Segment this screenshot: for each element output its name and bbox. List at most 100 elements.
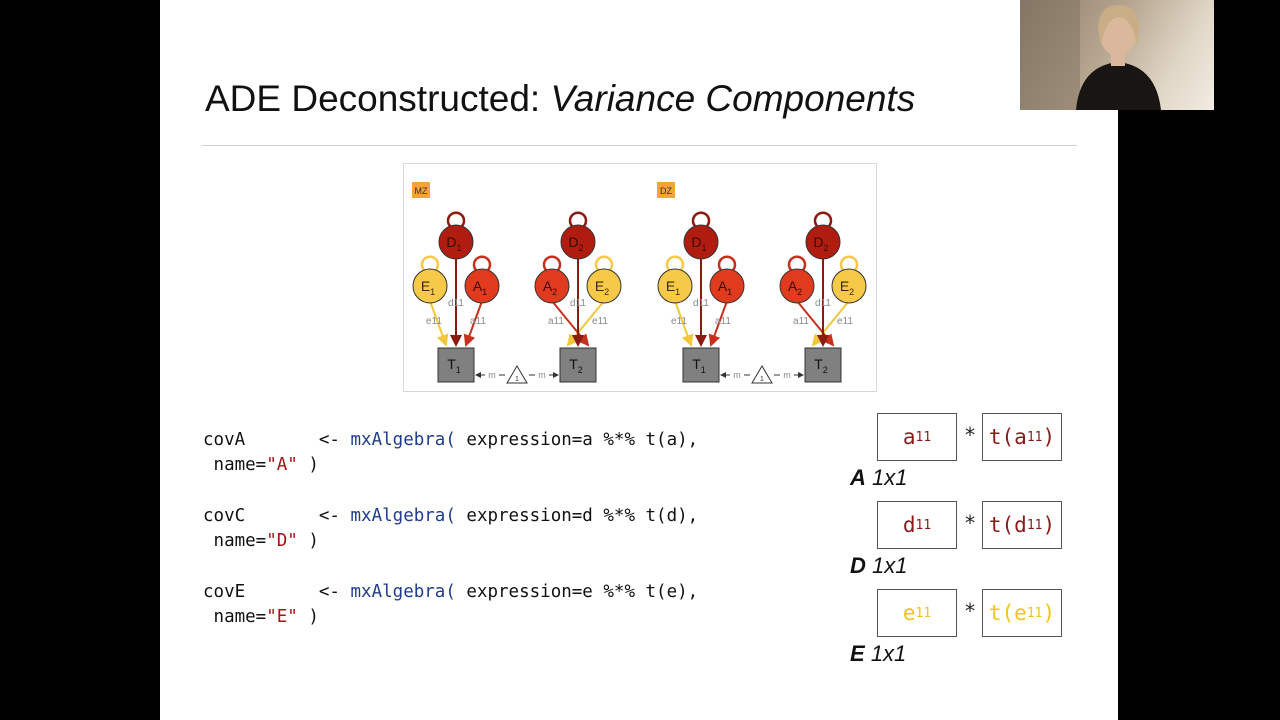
matrix-label: E 1x1 bbox=[850, 641, 907, 666]
presenter-webcam bbox=[1020, 0, 1214, 110]
variance-loop bbox=[420, 255, 440, 271]
code-line: name="E" ) bbox=[203, 605, 698, 630]
triangle-label: 1 bbox=[515, 376, 519, 383]
code-assignment: covC <- bbox=[203, 506, 351, 526]
slide-title: ADE Deconstructed: Variance Components bbox=[205, 78, 915, 120]
observed-t bbox=[804, 347, 842, 383]
definition-triangle bbox=[751, 365, 773, 384]
path-label-a: a11 bbox=[548, 316, 564, 327]
latent-e bbox=[831, 268, 867, 304]
code-assignment: covE <- bbox=[203, 582, 351, 602]
dz-badge-label: DZ bbox=[660, 186, 672, 196]
latent-a bbox=[534, 268, 570, 304]
code-name-arg: name= bbox=[203, 531, 267, 551]
code-line: covA <- mxAlgebra( expression=a %*% t(a)… bbox=[203, 428, 698, 453]
latent-d bbox=[683, 224, 719, 260]
multiply-symbol: * bbox=[964, 511, 977, 535]
variance-loop bbox=[717, 255, 737, 271]
mean-label: m bbox=[488, 370, 496, 380]
path-label-e: e11 bbox=[671, 316, 687, 327]
multiply-symbol: * bbox=[964, 599, 977, 623]
dz-badge bbox=[657, 182, 675, 198]
mean-label-bg bbox=[730, 369, 744, 379]
path-label-e: e11 bbox=[426, 316, 442, 327]
mean-label-bg bbox=[780, 369, 794, 379]
latent-a bbox=[464, 268, 500, 304]
mz-badge bbox=[412, 182, 430, 198]
latent-d bbox=[560, 224, 596, 260]
variance-loop bbox=[839, 255, 859, 271]
code-string: "A" bbox=[266, 455, 298, 475]
observed-t bbox=[559, 347, 597, 383]
path-a bbox=[463, 300, 483, 347]
title-plain: ADE Deconstructed: bbox=[205, 78, 551, 119]
matrix-label: A 1x1 bbox=[850, 465, 908, 490]
path-label-d: d11 bbox=[815, 298, 831, 309]
code-expression: expression=e %*% t(e), bbox=[455, 582, 699, 602]
code-name-arg: name= bbox=[203, 455, 267, 475]
presenter-figure bbox=[1020, 0, 1161, 110]
code-line: name="A" ) bbox=[203, 453, 698, 478]
multiply-symbol: * bbox=[964, 423, 977, 447]
mean-label-bg bbox=[485, 369, 499, 379]
code-string: "D" bbox=[266, 531, 298, 551]
path-e bbox=[429, 300, 449, 347]
mean-structure: m m 1 m m 1 bbox=[475, 365, 804, 384]
code-line: name="D" ) bbox=[203, 529, 698, 554]
code-close: ) bbox=[297, 607, 319, 627]
code-expression: expression=d %*% t(d), bbox=[455, 506, 699, 526]
path-label-a: a11 bbox=[715, 316, 731, 327]
code-close: ) bbox=[297, 531, 319, 551]
r-code-block: covA <- mxAlgebra( expression=a %*% t(a)… bbox=[203, 428, 698, 630]
latent-d bbox=[805, 224, 841, 260]
variance-loop bbox=[594, 255, 614, 271]
variance-loop bbox=[472, 255, 492, 271]
path-label-d: d11 bbox=[570, 298, 586, 309]
path-e bbox=[674, 300, 694, 347]
latent-d bbox=[438, 224, 474, 260]
path-label-e: e11 bbox=[592, 316, 608, 327]
latent-a bbox=[779, 268, 815, 304]
latent-a bbox=[709, 268, 745, 304]
code-line: covE <- mxAlgebra( expression=e %*% t(e)… bbox=[203, 580, 698, 605]
mean-label: m bbox=[733, 370, 741, 380]
matrix-label: D 1x1 bbox=[850, 553, 908, 578]
slide: ADE Deconstructed: Variance Components M… bbox=[160, 0, 1118, 720]
path-label-a: a11 bbox=[793, 316, 809, 327]
variance-loop bbox=[665, 255, 685, 271]
code-name-arg: name= bbox=[203, 607, 267, 627]
code-assignment: covA <- bbox=[203, 430, 351, 450]
triangle-label: 1 bbox=[760, 376, 764, 383]
mean-label: m bbox=[538, 370, 546, 380]
code-function: mxAlgebra( bbox=[350, 582, 456, 602]
code-close: ) bbox=[297, 455, 319, 475]
variance-loop bbox=[446, 211, 466, 227]
latent-e bbox=[412, 268, 448, 304]
title-italic: Variance Components bbox=[550, 78, 916, 119]
variance-loop bbox=[568, 211, 588, 227]
title-divider bbox=[202, 145, 1077, 146]
latent-e bbox=[586, 268, 622, 304]
code-gap bbox=[203, 554, 698, 580]
code-gap bbox=[203, 478, 698, 504]
observed-t bbox=[682, 347, 720, 383]
variance-loop bbox=[691, 211, 711, 227]
path-label-a: a11 bbox=[470, 316, 486, 327]
mean-label: m bbox=[783, 370, 791, 380]
path-label-e: e11 bbox=[837, 316, 853, 327]
variance-loop bbox=[787, 255, 807, 271]
variance-loop bbox=[542, 255, 562, 271]
code-function: mxAlgebra( bbox=[350, 430, 456, 450]
code-function: mxAlgebra( bbox=[350, 506, 456, 526]
